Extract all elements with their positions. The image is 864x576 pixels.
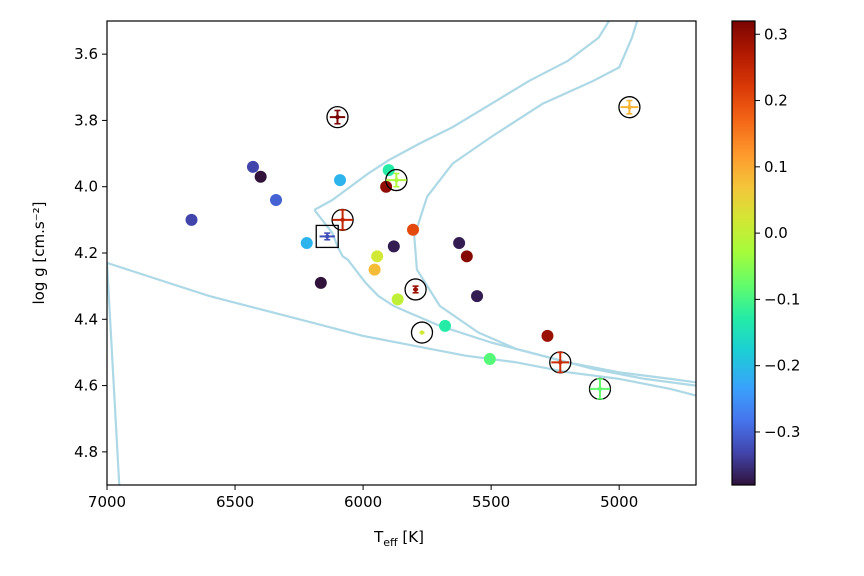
star-point xyxy=(368,263,381,276)
star-point xyxy=(335,114,340,120)
highlight-ring xyxy=(618,96,641,119)
circled-star-marker xyxy=(618,96,641,119)
y-tick-label: 4.6 xyxy=(74,377,98,395)
circled-star-marker xyxy=(410,321,434,344)
star-point xyxy=(453,237,466,250)
isochrone-line xyxy=(107,261,696,485)
y-tick-label: 4.4 xyxy=(74,310,98,328)
star-point xyxy=(314,276,327,289)
star-point xyxy=(254,170,267,183)
y-tick-label: 3.8 xyxy=(74,111,98,129)
circled-star-marker xyxy=(588,377,612,401)
star-point xyxy=(300,237,313,250)
isochrone-line xyxy=(541,21,639,105)
colorbar-tick-label: −0.1 xyxy=(764,290,800,308)
star-point xyxy=(407,223,420,236)
star-point xyxy=(340,217,345,223)
star-point xyxy=(270,193,283,206)
x-axis-label: Teff [K] xyxy=(373,528,424,549)
circled-star-marker xyxy=(385,168,408,192)
star-point xyxy=(382,164,395,177)
colorbar-tick-label: 0.3 xyxy=(764,25,788,43)
star-point xyxy=(483,353,496,366)
x-tick-label: 5000 xyxy=(600,493,638,511)
colorbar-tick-label: −0.2 xyxy=(764,357,800,375)
colorbar-tick-label: −0.3 xyxy=(764,423,800,441)
y-tick-label: 4.0 xyxy=(74,178,98,196)
highlight-ring xyxy=(326,105,349,129)
circled-star-marker xyxy=(331,208,354,232)
star-point xyxy=(541,329,554,342)
isochrone-line xyxy=(413,102,696,384)
x-axis: 7000 6500 6000 5500 5000 xyxy=(88,485,638,511)
circled-star-marker xyxy=(326,105,349,129)
star-point xyxy=(387,240,400,253)
y-axis-label: log g [cm.s⁻²] xyxy=(30,201,48,304)
star-point xyxy=(371,250,384,263)
x-tick-label: 5500 xyxy=(472,493,510,511)
circled-star-marker xyxy=(549,351,572,374)
highlight-ring xyxy=(385,168,408,192)
colorbar-ticks: 0.3 0.2 0.1 0.0 −0.1 −0.2 −0.3 xyxy=(755,25,800,441)
star-point xyxy=(597,386,603,392)
star-point xyxy=(394,177,399,183)
colorbar-tick-label: 0.1 xyxy=(764,158,788,176)
colorbar xyxy=(731,20,756,486)
boxed-star-marker xyxy=(315,224,339,249)
colorbar-tick-label: 0.0 xyxy=(764,224,788,242)
star-point xyxy=(391,293,404,306)
data-points xyxy=(185,96,641,401)
star-point xyxy=(325,234,330,239)
plot-frame xyxy=(107,21,696,485)
star-point xyxy=(185,213,198,226)
star-point xyxy=(460,250,473,263)
star-point xyxy=(413,287,418,292)
isochrone-line xyxy=(313,21,611,211)
x-tick-label: 7000 xyxy=(88,493,126,511)
star-point xyxy=(380,180,393,193)
star-point xyxy=(419,330,425,335)
star-point xyxy=(439,319,452,332)
circled-star-marker xyxy=(404,278,427,301)
isochrones xyxy=(107,21,696,485)
y-axis: 3.6 3.8 4.0 4.2 4.4 4.6 4.8 xyxy=(74,45,107,461)
star-point xyxy=(471,290,484,303)
star-point xyxy=(558,360,563,365)
highlight-square xyxy=(315,224,339,249)
x-tick-label: 6500 xyxy=(216,493,254,511)
colorbar-tick-label: 0.2 xyxy=(764,92,788,110)
star-point xyxy=(334,174,347,187)
star-point xyxy=(246,160,259,173)
y-tick-label: 4.8 xyxy=(74,443,98,461)
highlight-ring xyxy=(404,278,427,301)
star-point xyxy=(627,104,632,110)
y-tick-label: 4.2 xyxy=(74,244,98,262)
x-tick-label: 6000 xyxy=(344,493,382,511)
y-tick-label: 3.6 xyxy=(74,45,98,63)
highlight-ring xyxy=(410,321,434,344)
